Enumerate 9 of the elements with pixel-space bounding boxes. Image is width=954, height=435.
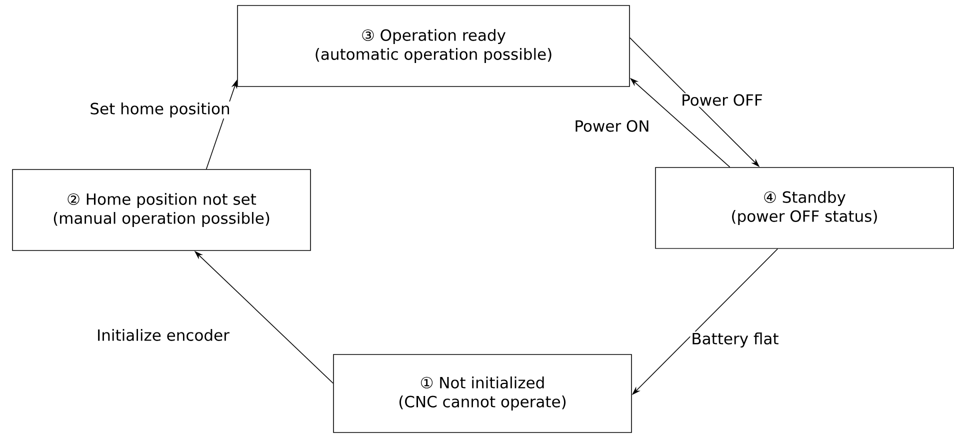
edge-label: Battery flat [690,331,780,348]
edge-label: Initialize encoder [96,328,230,342]
state-box: ② Home position not set (manual operation possible) [12,169,311,251]
state-box: ① Not initialized (CNC cannot operate) [333,354,632,433]
edge-label: Power ON [573,119,651,133]
state-box: ④ Standby (power OFF status) [655,167,954,249]
state-box: ③ Operation ready (automatic operation possible) [237,5,630,87]
edge-label: Set home position [88,102,232,118]
edge-label: Power OFF [680,93,764,107]
